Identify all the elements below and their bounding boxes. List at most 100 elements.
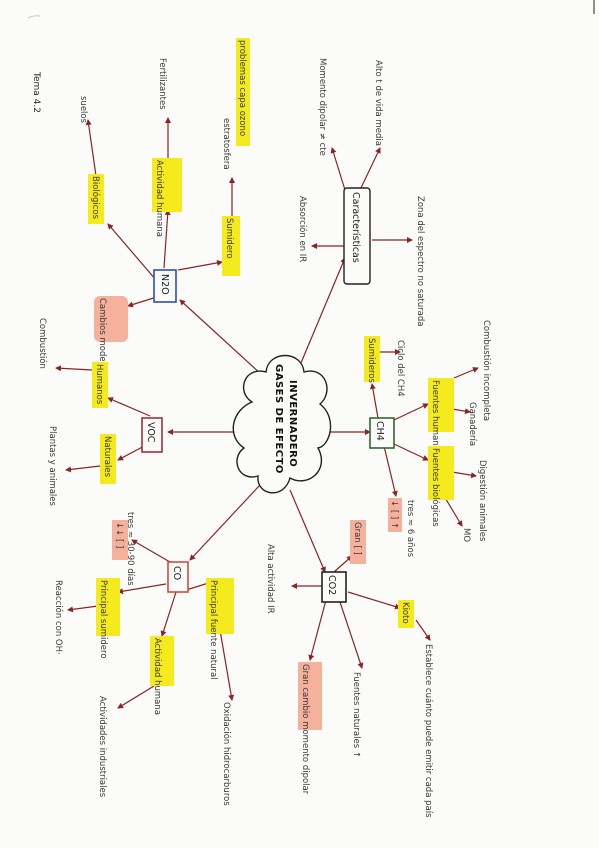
gran-cambio-highlight bbox=[298, 662, 322, 730]
suelos-text: suelos bbox=[78, 96, 88, 124]
center-cloud: GASES DE EFECTO INVERNADERO bbox=[232, 355, 332, 494]
caracteristicas-box bbox=[343, 187, 371, 285]
edge-co2-grancambio bbox=[308, 599, 327, 661]
edge-sumidero-reaccion bbox=[67, 605, 99, 613]
co-box bbox=[167, 561, 189, 593]
naturales-highlight bbox=[100, 434, 116, 484]
edge-naturales-plantas bbox=[65, 465, 101, 473]
co-label: CO bbox=[171, 566, 182, 580]
edge-n2o-biologicos bbox=[107, 223, 157, 281]
gran-ct-text: Gran [ ] bbox=[352, 522, 362, 555]
co2-box bbox=[321, 571, 347, 603]
co-ct-text: ↓↓ [ ] bbox=[114, 522, 124, 548]
fuentes-text: Fuentes naturales ↑ bbox=[351, 672, 361, 758]
co-fuente-text: Principal fuente natural bbox=[208, 580, 218, 680]
gran-cambio-text: Gran cambio momento dipolar bbox=[300, 664, 310, 795]
naturales-text: Naturales bbox=[102, 436, 112, 478]
biologicos-text: Biológicos bbox=[90, 176, 101, 220]
humanos-highlight bbox=[92, 362, 108, 408]
cambios-highlight bbox=[94, 296, 128, 342]
alta-text: Alta actividad IR bbox=[265, 544, 275, 614]
actividad-text: Actividad humana bbox=[154, 160, 164, 237]
n2o-group: N2O Biológicos suelos Actividad humana F… bbox=[78, 38, 250, 386]
kioto-text: Kioto bbox=[400, 602, 410, 624]
co2-label: CO2 bbox=[326, 575, 337, 595]
voc-label: VOC bbox=[145, 422, 156, 443]
edge-center-co bbox=[189, 484, 261, 561]
ganaderia-text: Ganadería bbox=[467, 402, 477, 446]
n2o-label: N2O bbox=[159, 274, 170, 295]
n2o-box bbox=[153, 269, 177, 303]
edge-ch4-sumideros bbox=[369, 383, 379, 419]
edge-n2o-sumidero bbox=[177, 259, 223, 271]
biologicos-highlight bbox=[88, 174, 104, 224]
fertilizantes-text: Fertilizantes bbox=[157, 58, 167, 110]
gran-ct-highlight bbox=[350, 520, 366, 564]
kioto-highlight bbox=[398, 600, 414, 628]
voc-combustion-text: Combustión bbox=[37, 318, 48, 369]
oxidacion-text: Oxidación hidrocarburos bbox=[221, 702, 232, 806]
co-tres-text: tres ≈ 30-90 días bbox=[125, 512, 135, 586]
edges bbox=[55, 117, 479, 709]
actividad-highlight bbox=[152, 158, 182, 212]
alto-text: Alto t de vida media bbox=[373, 60, 383, 146]
sumidero-text: Sumidero bbox=[224, 218, 234, 259]
ch4-tres-text: tres ≈ 6 años bbox=[405, 500, 415, 558]
edge-ch4-humanas bbox=[393, 403, 429, 421]
biologicas-text: Fuentes biológicas bbox=[430, 448, 441, 527]
ciclo-text: Ciclo del CH4 bbox=[395, 340, 405, 397]
edge-car-momento bbox=[330, 147, 346, 191]
co-group: CO ↓↓ [ ] tres ≈ 30-90 días Principal su… bbox=[53, 512, 234, 806]
industriales-text: Actividades industriales bbox=[97, 696, 107, 798]
problemas-highlight bbox=[236, 38, 250, 146]
page-label: Tema 4.2 bbox=[31, 71, 41, 113]
edge-co-sumidero bbox=[117, 583, 167, 595]
problemas-text: problemas capa ozono bbox=[237, 40, 247, 136]
co-actividad-text: Actividad humana bbox=[152, 638, 162, 715]
edge-co2-kioto bbox=[347, 591, 401, 610]
co2-group: CO2 Gran [ ] Alta actividad IR Gran camb… bbox=[265, 520, 433, 818]
ch4-combustion-text: Combustión incompleta bbox=[481, 320, 492, 421]
cambios-text: Cambios moderados bbox=[97, 298, 107, 386]
center-line1: GASES DE EFECTO bbox=[273, 364, 284, 474]
center-line2: INVERNADERO bbox=[287, 380, 298, 467]
plantas-text: Plantas y animales bbox=[47, 426, 57, 507]
caracteristicas-label: Características bbox=[350, 192, 361, 263]
edge-biologicas-mo bbox=[443, 495, 463, 527]
sumideros-highlight bbox=[364, 336, 380, 382]
edge-actividad-industriales bbox=[117, 685, 155, 709]
co-sumidero-highlight bbox=[96, 578, 120, 636]
co-ct-highlight bbox=[112, 520, 128, 560]
co-actividad-highlight bbox=[150, 636, 174, 686]
establece-text: Establece cuánto puede emitir cada país bbox=[423, 644, 433, 818]
mo-text: MO bbox=[461, 528, 471, 542]
reaccion-text: Reacción con OH· bbox=[53, 580, 64, 655]
edge-center-n2o bbox=[179, 299, 263, 376]
edge-fuente-oxidacion bbox=[219, 629, 235, 701]
edge-co2-granct bbox=[333, 555, 353, 573]
edge-ch4-biologicas bbox=[393, 443, 429, 461]
edge-co-actividad bbox=[160, 591, 177, 637]
edge-biologicas-digestion bbox=[451, 471, 477, 479]
humanas-highlight bbox=[428, 378, 454, 432]
edge-co2-fuentes bbox=[339, 601, 364, 669]
edge-biologicos-suelos bbox=[85, 119, 97, 177]
co-sumidero-text: Principal sumidero bbox=[98, 580, 108, 659]
caracteristicas-group: Características Momento dipolar ≠ cte Al… bbox=[297, 58, 425, 326]
edge-humanos-combustion bbox=[55, 365, 93, 372]
estratosfera-text: estratosfera bbox=[221, 118, 231, 170]
edge-center-caracteristicas bbox=[297, 257, 346, 371]
ch4-ct-text: ↓ [ ] ↑ bbox=[389, 500, 399, 529]
momento-text: Momento dipolar ≠ cte bbox=[317, 58, 327, 156]
humanas-text: Fuentes humanas bbox=[430, 380, 440, 456]
co-fuente-highlight bbox=[206, 578, 234, 634]
voc-box bbox=[141, 417, 163, 453]
edge-center-co2 bbox=[289, 489, 326, 573]
digestion-text: Digestión animales bbox=[477, 460, 488, 542]
edge-car-alto bbox=[359, 147, 381, 191]
biologicas-highlight bbox=[428, 446, 454, 500]
voc-group: VOC Humanos Combustión Naturales Plantas… bbox=[37, 318, 163, 507]
absorcion-text: Absorción en IR bbox=[297, 196, 308, 262]
